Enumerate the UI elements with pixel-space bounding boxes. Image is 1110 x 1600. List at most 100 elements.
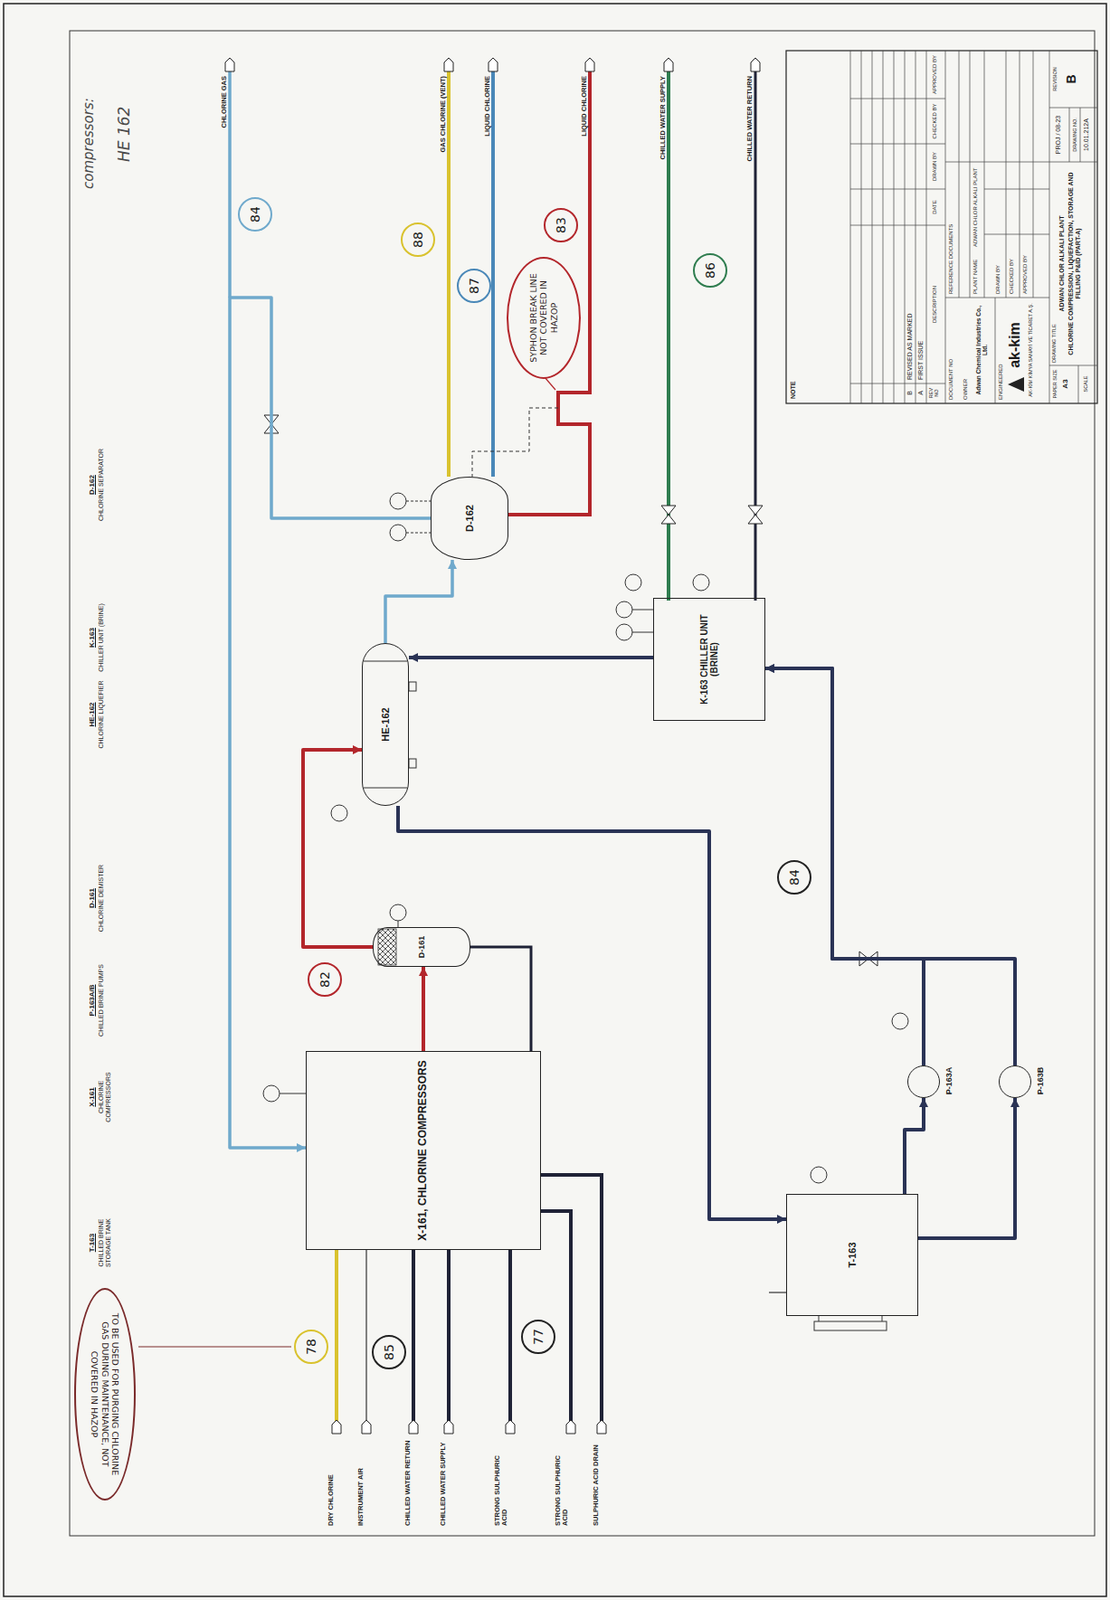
liquefier-exchanger: HE-162 [361,643,409,807]
handwritten-note: TO BE USED FOR PURGING CHLORINE GAS DURI… [89,1290,121,1499]
separator-drum: D-162 [430,476,509,560]
level-gauge [814,1321,887,1331]
leader-line [544,377,556,390]
process-line [421,967,426,1052]
equipment-tag: P-163A/B [87,962,96,1039]
title-block-text: DATE [931,189,939,225]
handwritten-note: HE 162 [115,71,134,162]
pump-tag: P-163A [944,1044,954,1118]
callout-circle: 77 [521,1319,556,1355]
stream-label: CHILLED WATER RETURN [395,1437,413,1527]
instrument-bubble [616,624,633,641]
stream-label: CHILLED WATER SUPPLY [430,1437,448,1527]
equipment-tag: T-163 [844,1238,861,1272]
process-line [229,297,431,1148]
instrument-bubble [625,574,642,591]
title-block-text: PLANT NAME [972,248,979,295]
callout-circle: 82 [307,962,342,997]
vent-line [446,71,451,477]
offpage-box [408,1420,418,1434]
offpage-box [505,1420,515,1434]
callout-number: 84 [787,869,802,886]
title-block-text: 10.01.212A [1082,109,1091,161]
handwritten-note: SYPHON BREAK LINE NOT COVERED IN HAZOP [528,258,560,378]
equipment-tag: D-161 [87,860,96,937]
handwritten-note: compressors: [81,71,97,190]
title-block-text: SCALE [1082,366,1089,402]
title-block-text: A3 [1061,366,1070,402]
instrument-bubble [389,524,407,541]
impulse-line [632,632,654,634]
title-block-text: APPROVED BY [1022,236,1029,295]
stream-label: STRONG SULPHURIC ACID [492,1437,510,1527]
leader-line [138,1346,292,1348]
saddle-support [408,682,417,692]
title-block-text: CHECKED BY [931,99,939,143]
title-block-text: DESCRIPTION [931,227,939,382]
valve-symbol [661,505,676,524]
liquid-chlorine-line [491,71,495,477]
process-line [385,559,453,644]
process-line [918,1098,1016,1239]
callout-circle: 84 [777,860,812,895]
callout-number: 85 [381,1344,397,1361]
title-block-text: REVISION [1052,52,1058,106]
equipment-tag: K-163 CHILLER UNIT (BRINE) [697,598,722,721]
callout-circle: 85 [371,1335,407,1370]
title-block-text: DRAWN BY [931,144,939,189]
tube-sheet [363,787,408,789]
process-line [904,1098,924,1195]
impulse-line [406,532,431,534]
title-block-text: REV NO [928,383,940,403]
equipment-tag: X-161, CHLORINE COMPRESSORS [415,1056,432,1244]
stream-label: STRONG SULPHURIC ACID [552,1437,570,1527]
pump-symbol: P-163B [998,1065,1032,1099]
callout-number: 86 [702,262,718,279]
callout-number: 87 [466,277,482,295]
drawing-frame [69,30,1095,1537]
syphon-break-line [472,407,559,477]
equipment-tag: D-162 [462,501,478,536]
process-line [408,655,654,660]
demister-vessel: D-161 [372,927,471,968]
page-border [3,3,1107,1597]
impulse-line [398,920,399,928]
callout-number: 78 [303,1338,319,1356]
offpage-box [488,57,498,72]
callout-circle: 88 [400,222,436,257]
equipment-description: CHILLER UNIT (BRINE) [97,599,105,676]
dry-chlorine-line [334,1250,339,1422]
drain-line [470,947,532,1052]
logo-mark [1007,377,1025,392]
callout-circle: 86 [692,253,728,288]
stream-label: CHLORINE GAS [211,75,229,167]
tube-sheet [363,661,408,663]
offpage-box [332,1420,342,1434]
title-block-text: OWNER [962,300,969,400]
equipment-description: CHLORINE DEMISTER [97,860,105,937]
valve-symbol [748,505,763,524]
table-rule [850,50,946,404]
table-rule [945,50,1098,404]
callout-number: 77 [531,1328,546,1346]
callout-circle: 84 [237,197,273,232]
title-block-text: ak-kim [1006,302,1024,389]
offpage-box [597,1420,607,1434]
title-block-text: B [1063,52,1079,106]
title-block-text: FIRST ISSUE [917,227,925,380]
callout-circle: 87 [456,268,492,304]
stream-label: SULPHURIC ACID DRAIN [583,1437,601,1527]
title-block-text: REFERENCE DOCUMENTS [948,165,955,295]
stream-label: DRY CHLORINE [318,1437,336,1527]
gauge-connection [882,1316,883,1322]
compressor-package: X-161, CHLORINE COMPRESSORS [305,1051,541,1251]
process-line [398,806,787,1220]
pump-tag: P-163B [1035,1044,1045,1118]
impulse-line [279,1093,306,1095]
offpage-box [566,1420,576,1434]
stream-label: CHILLED WATER SUPPLY [650,75,668,167]
title-block [786,50,1098,404]
equipment-tag: D-162 [87,446,96,523]
vent-nozzle [768,1291,787,1293]
title-block-text: CHLORINE COMPRESSION, LIQUEFACTION, STOR… [1067,164,1082,363]
